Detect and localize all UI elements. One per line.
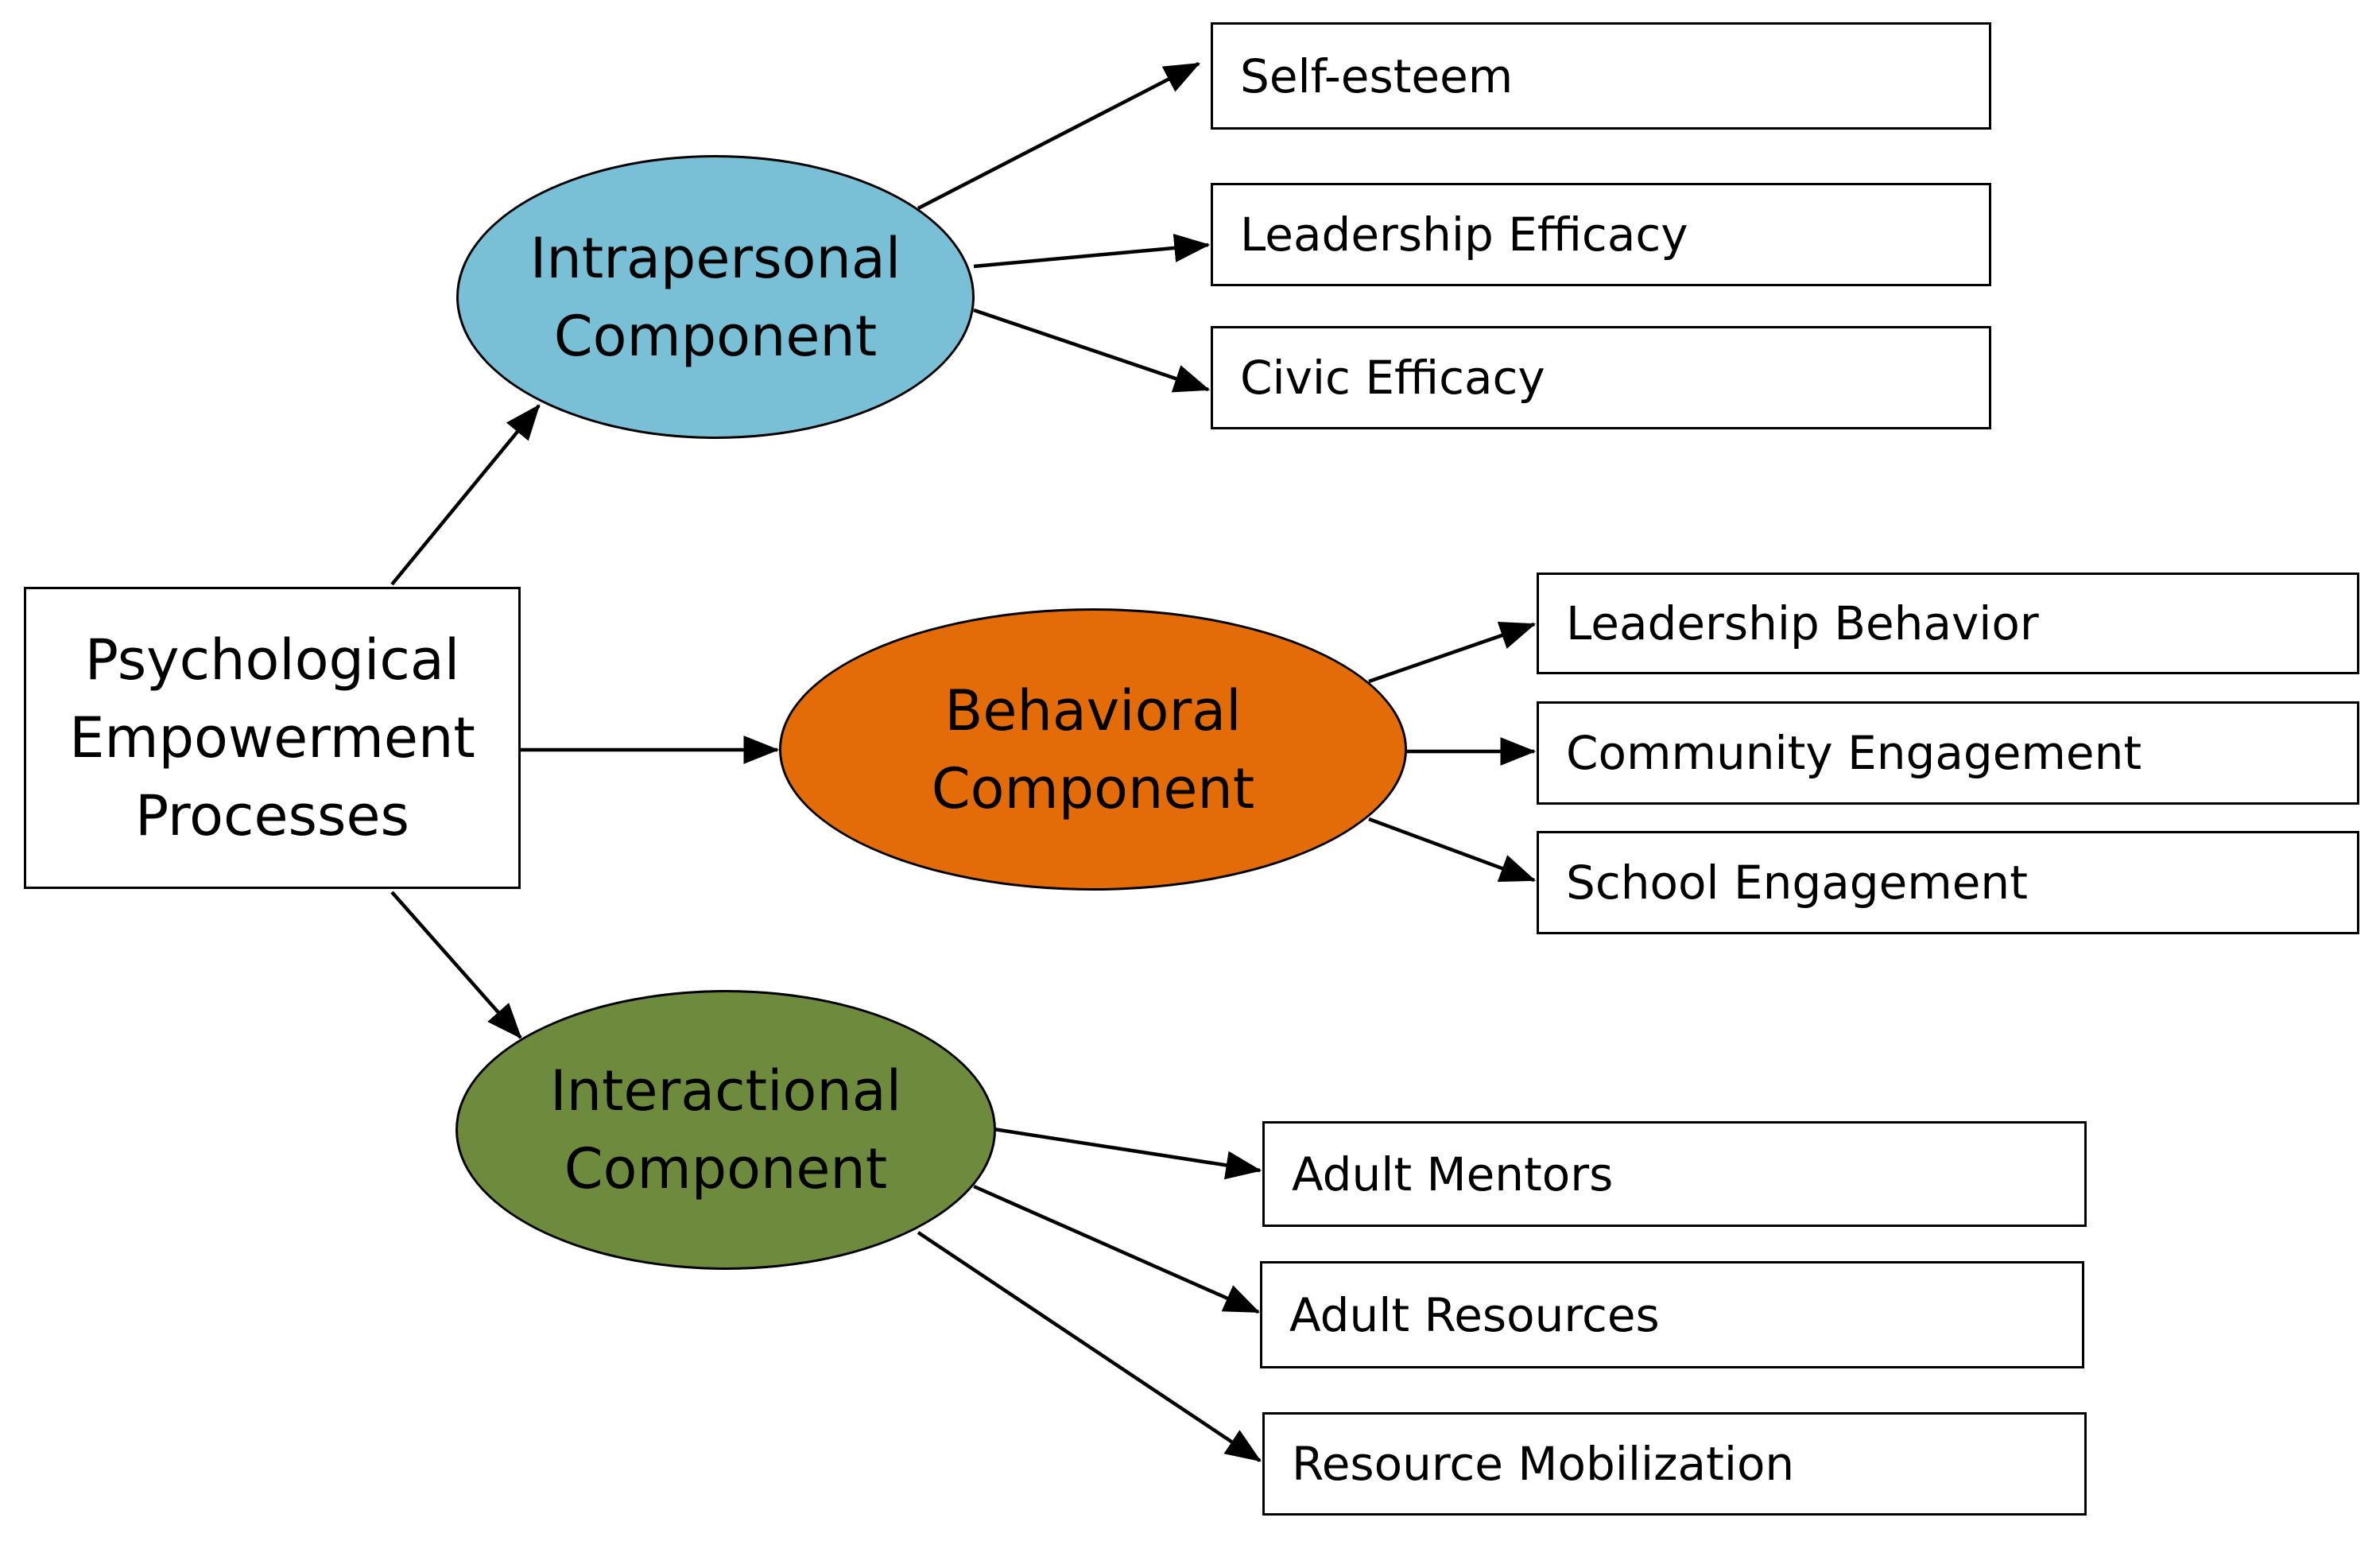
intrapersonal-label-line-2: Component xyxy=(553,303,878,369)
outcome-label: Adult Resources xyxy=(1289,1287,1660,1342)
root-label-line-2: Empowerment xyxy=(69,705,475,770)
outcome-label: Leadership Efficacy xyxy=(1240,208,1688,262)
interactional-label-line-2: Component xyxy=(564,1136,888,1201)
behavioral-label-line-1: Behavioral xyxy=(944,677,1242,743)
outcome-label: Community Engagement xyxy=(1566,726,2142,780)
arrow-to-self-esteem xyxy=(917,62,1200,210)
interactional-ellipse: Interactional Component xyxy=(455,990,996,1270)
root-box: Psychological Empowerment Processes xyxy=(24,587,521,889)
behavioral-label-line-2: Component xyxy=(931,755,1255,821)
arrow-to-adult-resources xyxy=(973,1184,1261,1314)
outcome-self-esteem: Self-esteem xyxy=(1211,22,1991,130)
outcome-school-engagement: School Engagement xyxy=(1537,831,2359,934)
arrow-root-to-intrapersonal xyxy=(390,404,541,586)
arrow-to-adult-mentors xyxy=(993,1127,1262,1180)
outcome-civic-efficacy: Civic Efficacy xyxy=(1211,326,1991,429)
outcome-adult-resources: Adult Resources xyxy=(1260,1261,2084,1368)
outcome-leadership-efficacy: Leadership Efficacy xyxy=(1211,183,1991,286)
arrow-root-to-interactional xyxy=(390,891,522,1039)
outcome-label: Leadership Behavior xyxy=(1566,596,2039,650)
arrow-to-leadership-efficacy xyxy=(973,233,1211,269)
interactional-label-line-1: Interactional xyxy=(549,1058,902,1124)
intrapersonal-label-line-1: Intrapersonal xyxy=(529,225,901,291)
outcome-adult-mentors: Adult Mentors xyxy=(1262,1121,2087,1227)
arrow-to-school-engagement xyxy=(1368,817,1537,883)
outcome-label: Self-esteem xyxy=(1240,49,1514,103)
outcome-label: Resource Mobilization xyxy=(1292,1437,1795,1491)
outcome-label: Adult Mentors xyxy=(1292,1147,1614,1201)
root-label-line-1: Psychological xyxy=(84,627,460,693)
outcome-label: Civic Efficacy xyxy=(1240,351,1545,405)
arrow-to-leadership-behavior xyxy=(1368,621,1537,684)
outcome-community-engagement: Community Engagement xyxy=(1537,701,2359,805)
outcome-leadership-behavior: Leadership Behavior xyxy=(1537,573,2359,674)
intrapersonal-ellipse: Intrapersonal Component xyxy=(456,155,975,439)
outcome-label: School Engagement xyxy=(1566,856,2028,910)
arrow-to-resource-mobilization xyxy=(917,1231,1262,1462)
arrow-to-civic-efficacy xyxy=(973,308,1211,393)
behavioral-ellipse: Behavioral Component xyxy=(779,608,1407,891)
root-label-line-3: Processes xyxy=(134,783,410,848)
outcome-resource-mobilization: Resource Mobilization xyxy=(1262,1412,2087,1516)
